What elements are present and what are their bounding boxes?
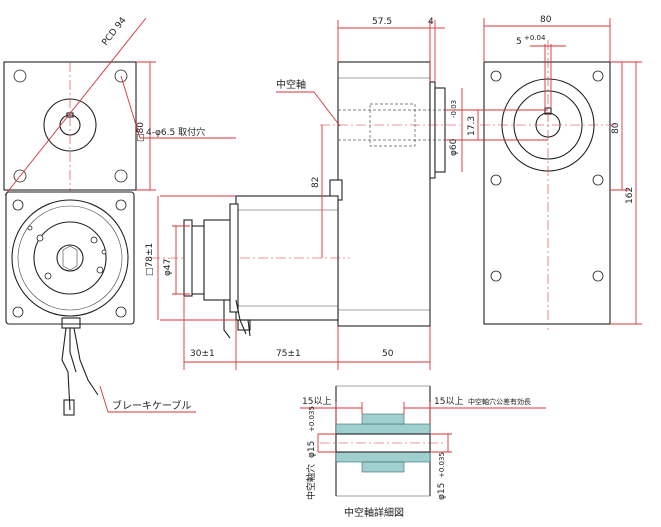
motor-screw: [115, 306, 127, 318]
brake-screw: [36, 234, 44, 242]
rear-housing: [483, 61, 611, 325]
bore-dia: φ60: [449, 138, 459, 156]
dim-57-5: 57.5: [372, 17, 392, 27]
small-screw: [101, 249, 107, 255]
shaft-wall-bottom: [335, 451, 431, 463]
brake-screw: [44, 272, 52, 280]
detail-dia-right: φ15: [437, 483, 447, 500]
motor-screw: [12, 199, 24, 211]
output-flange: [429, 81, 436, 179]
rear-screw: [490, 174, 502, 186]
gearbox-housing: [337, 61, 431, 327]
mount-holes-label: 4-φ6.5 取付穴: [146, 126, 205, 138]
cable-gland: [61, 317, 81, 329]
pcd-line: [4, 17, 147, 196]
front-view: [3, 17, 147, 416]
dim-80-top: 80: [540, 15, 552, 25]
rear-screw: [592, 174, 604, 186]
brake-plate: [183, 219, 193, 297]
detail-bore-label: 中空軸穴: [305, 464, 317, 500]
dim-30: 30±1: [190, 349, 215, 359]
side-view: [150, 61, 460, 339]
hollow-shaft-detail: [320, 385, 446, 497]
output-shaft-boss: [434, 87, 446, 173]
brake-cable: [61, 327, 99, 411]
shaft-relief-bottom: [361, 461, 405, 473]
motor-screw: [115, 199, 127, 211]
brake-cable-label: ブレーキケーブル: [112, 399, 191, 412]
cable-end: [63, 399, 75, 416]
dim-50: 50: [382, 349, 394, 359]
dim-82: 82: [311, 177, 321, 188]
dim-75: 75±1: [276, 349, 301, 359]
brake-hub: [56, 244, 84, 272]
rear-view: [480, 40, 616, 330]
detail-15-right: 15以上: [434, 396, 463, 407]
hex-hub: [62, 245, 78, 271]
detail-title: 中空軸詳細図: [344, 506, 404, 519]
shaft-wall-top: [335, 423, 431, 435]
dim-162: 162: [625, 187, 635, 204]
motor-body-side: [235, 195, 339, 321]
small-screw: [27, 225, 33, 231]
pcd-label: PCD 94: [100, 16, 128, 48]
mount-leader: [120, 75, 141, 139]
brake-disc: [33, 221, 107, 295]
bore-tol: -0.03: [450, 100, 458, 118]
detail-bore-tol: +0.035: [308, 406, 316, 432]
hollow-leader: [313, 91, 341, 127]
rear-screw: [592, 270, 604, 282]
square78-label: □78±1: [145, 243, 155, 276]
rear-screw: [592, 70, 604, 82]
rear-screw: [490, 270, 502, 282]
rear-screw: [490, 70, 502, 82]
dim-80-side: 80: [611, 122, 621, 134]
dia47-label: φ47: [163, 259, 173, 276]
hollow-shaft-label: 中空軸: [276, 78, 306, 91]
dim-17-3: 17.3: [467, 116, 477, 136]
detail-right-note: 中空軸穴公差有効長: [468, 397, 531, 406]
brake-flange: [229, 203, 239, 313]
cable-leader: [99, 385, 109, 413]
detail-tol-right: +0.035: [438, 452, 446, 478]
brake-screw: [96, 266, 104, 274]
brake-screw: [90, 236, 98, 244]
motor-screw: [12, 306, 24, 318]
shaft-relief-top: [361, 413, 405, 425]
detail-bore-dia: φ15: [307, 441, 317, 458]
motor-body: [11, 199, 129, 317]
mount-hole: [114, 169, 128, 183]
keyway-dim: 5: [516, 37, 522, 47]
motor-flange: [5, 191, 135, 325]
side-cable-gland: [237, 319, 251, 331]
mount-hole: [13, 69, 27, 83]
keyway-tol: +0.04: [524, 34, 546, 42]
motor-inner-ring: [17, 205, 123, 311]
dim-4: 4: [428, 17, 434, 27]
detail-15-left: 15以上: [302, 396, 331, 407]
square80-label: □80: [136, 122, 146, 142]
